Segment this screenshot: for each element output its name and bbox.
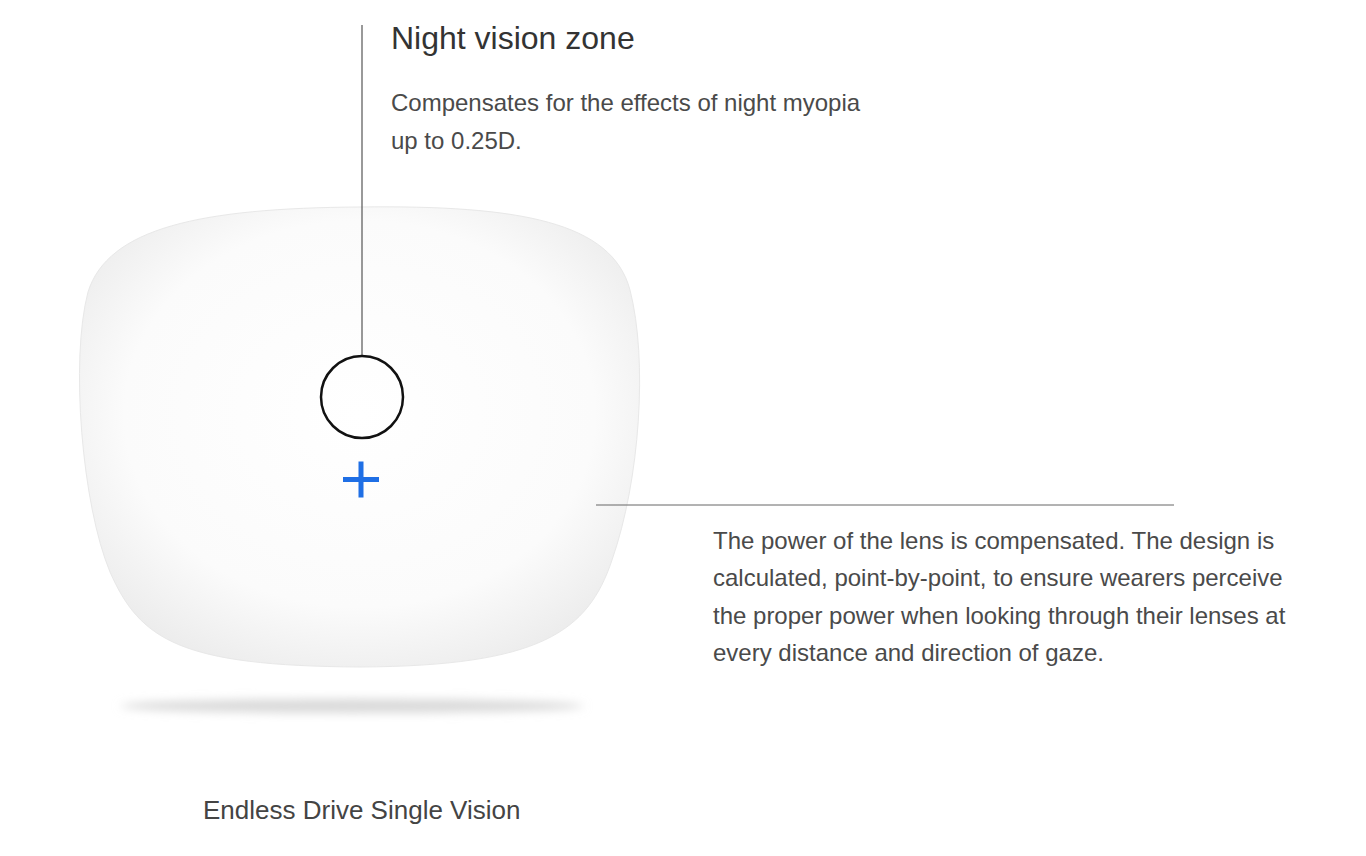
- cross-arm: [359, 462, 364, 498]
- fitting-cross: [343, 462, 379, 498]
- zone-circle: [321, 356, 403, 438]
- callout-text: Compensates for the effects of night myo…: [391, 84, 861, 160]
- lens-shadow: [120, 699, 584, 713]
- callout-text: The power of the lens is compensated. Th…: [713, 522, 1298, 672]
- callout-heading: Night vision zone: [391, 18, 911, 58]
- caption: Endless Drive Single Vision: [203, 795, 520, 826]
- lens-shape: [79, 207, 639, 667]
- leader-line: [596, 505, 1174, 506]
- leader-line: [361, 25, 362, 355]
